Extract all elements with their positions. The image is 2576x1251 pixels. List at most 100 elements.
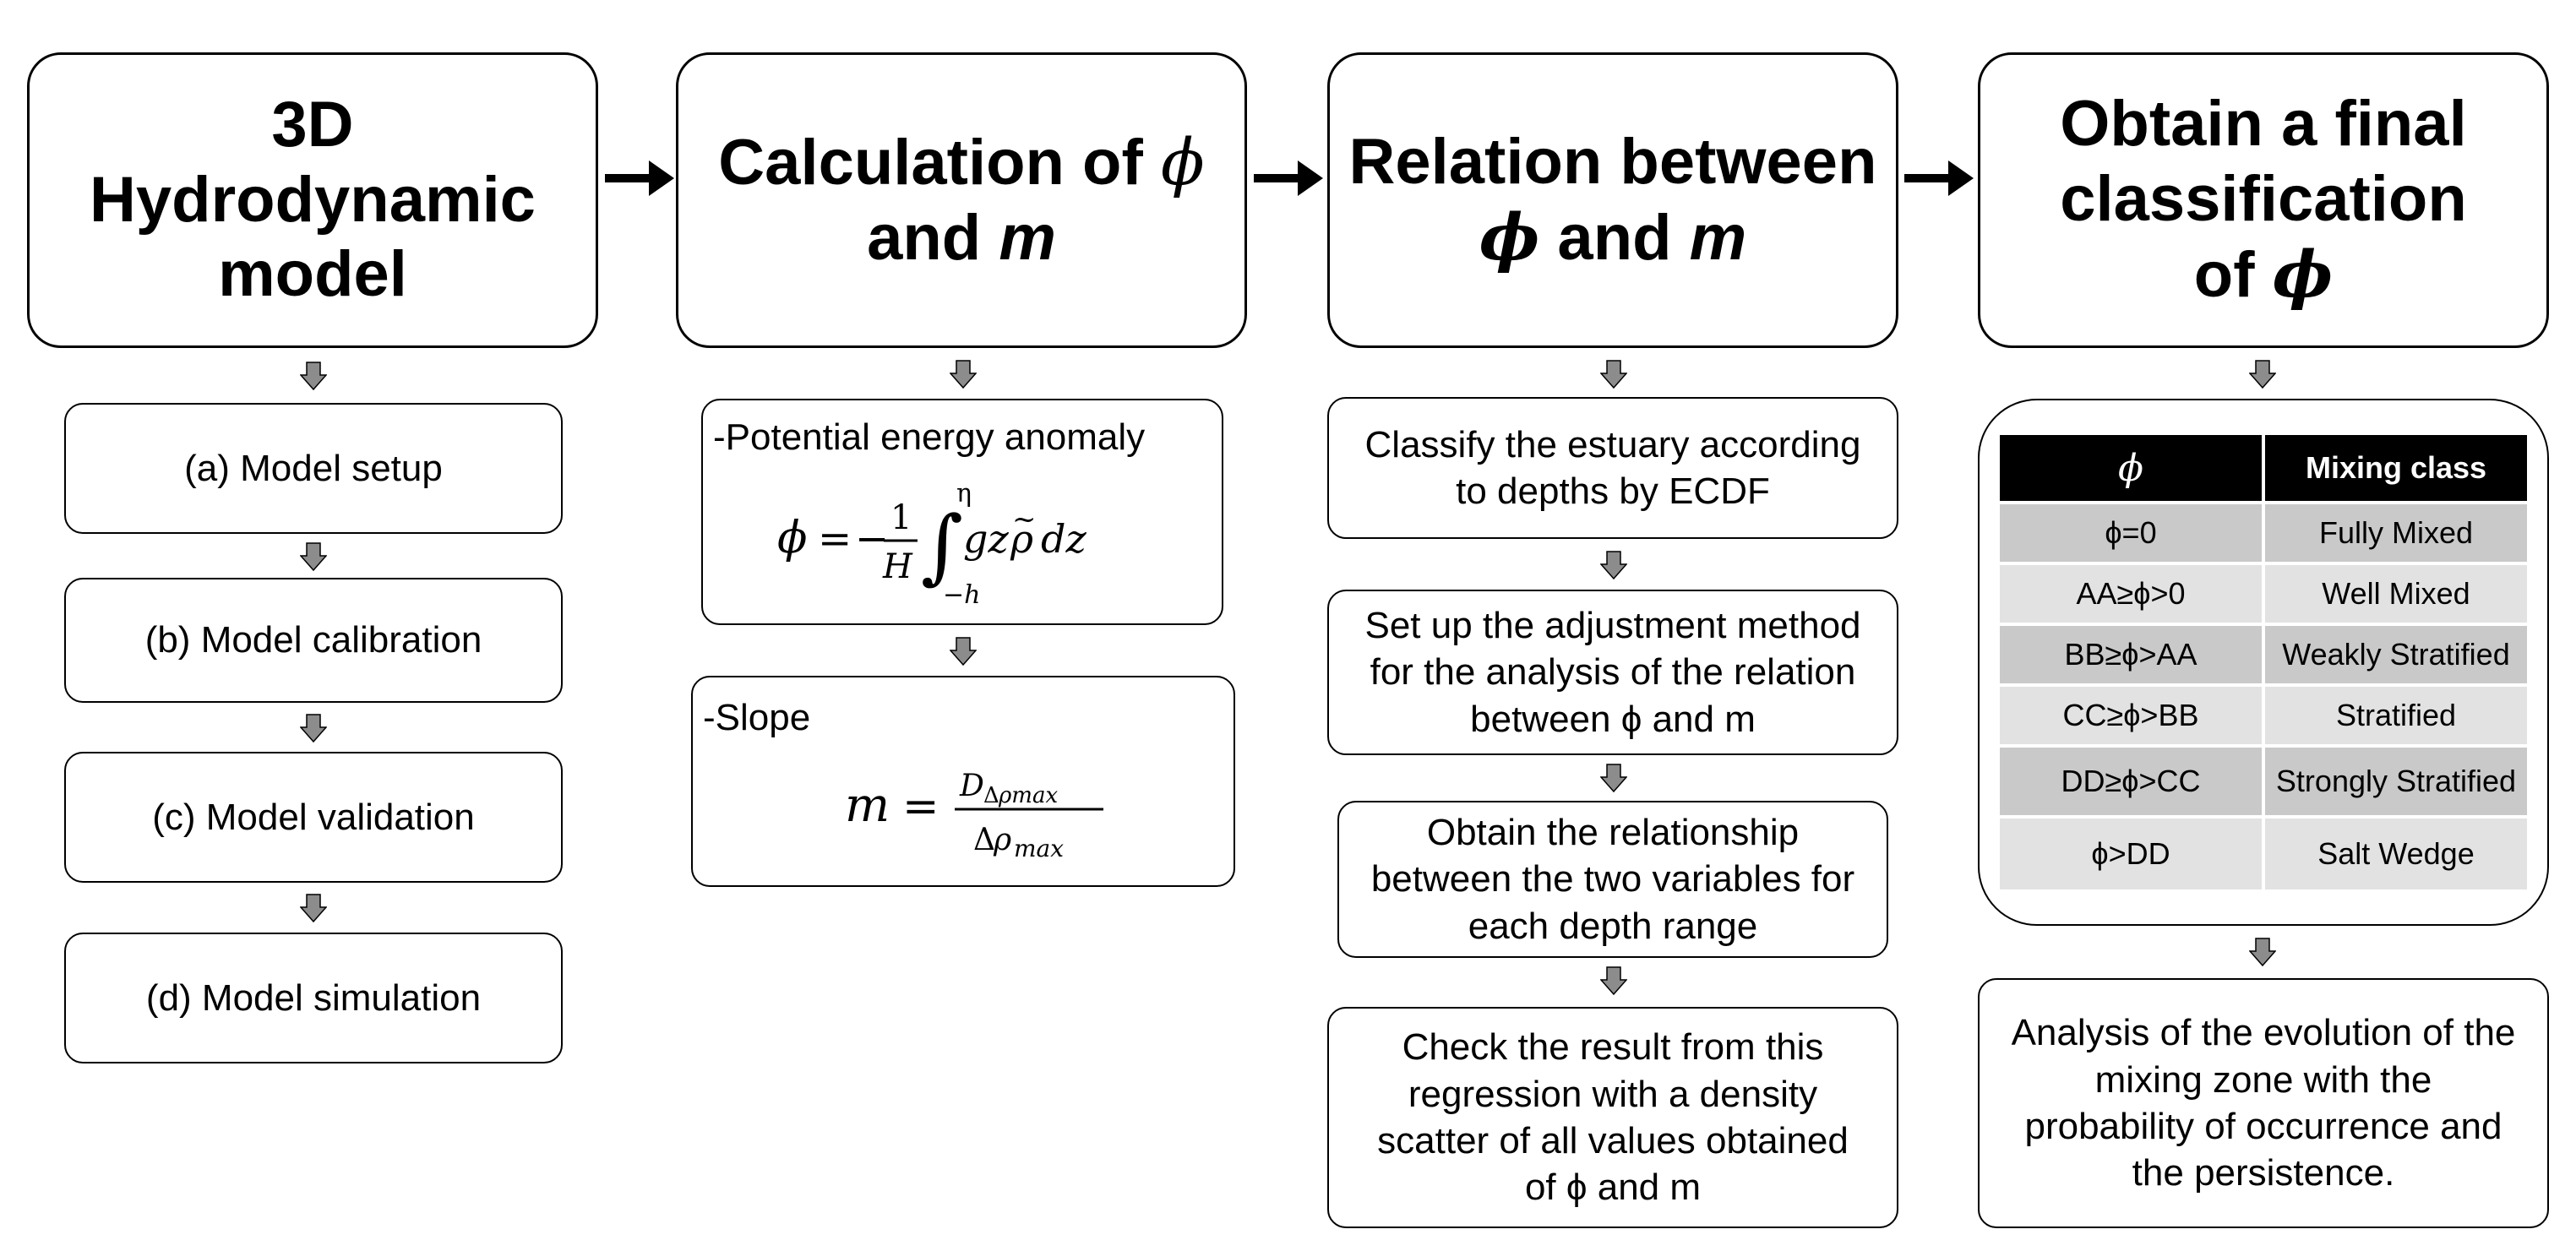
step-line: mixing zone with the xyxy=(2094,1058,2432,1101)
svg-text:=: = xyxy=(818,515,852,563)
mixing-class-table: ϕ Mixing class ϕ=0 Fully Mixed AA≥ϕ>0 We… xyxy=(1996,432,2530,893)
arrow-down-icon xyxy=(300,362,327,390)
step-line: Classify the estuary according xyxy=(1364,423,1861,465)
svg-text:η: η xyxy=(956,479,972,509)
title-line: model xyxy=(218,238,407,311)
step-line: probability of occurrence and xyxy=(2024,1106,2502,1147)
arrow-down-icon xyxy=(2249,360,2276,389)
table-cell-phi: ϕ=0 xyxy=(2105,515,2157,550)
step-line: to depths by ECDF xyxy=(1456,470,1770,512)
svg-text:ρ: ρ xyxy=(993,823,1011,857)
phi-formula: ϕ = − 1 H ∫ η −h gz ρ ~ dz xyxy=(777,479,1086,610)
title-line: classification of xyxy=(2060,163,2467,311)
step-classify-estuary: Classify the estuary according to depths… xyxy=(1327,397,1898,539)
table-row: DD≥ϕ>CC Strongly Stratified xyxy=(2000,748,2527,815)
step-model-validation: (c) Model validation xyxy=(64,752,563,883)
svg-text:ρ: ρ xyxy=(1010,516,1033,562)
header-hydrodynamic-model: 3D Hydrodynamic model xyxy=(27,52,598,348)
svg-text:dz: dz xyxy=(1041,516,1086,562)
svg-text:−h: −h xyxy=(943,580,980,610)
svg-text:max: max xyxy=(1014,835,1064,862)
header-phi: ϕ xyxy=(2000,435,2262,501)
table-cell-phi: AA≥ϕ>0 xyxy=(2076,576,2186,611)
table-row: BB≥ϕ>AA Weakly Stratified xyxy=(2000,626,2527,683)
step-label: (c) Model validation xyxy=(152,796,475,838)
table-cell-class: Weakly Stratified xyxy=(2282,637,2510,672)
arrow-down-icon xyxy=(950,360,977,389)
arrow-down-icon xyxy=(300,542,327,571)
table-row: AA≥ϕ>0 Well Mixed xyxy=(2000,565,2527,623)
step-line: between ϕ and m xyxy=(1470,698,1756,740)
slope-box: -Slope m = D Δ ρmax Δ ρ max xyxy=(691,676,1235,887)
step-final-analysis: Analysis of the evolution of the mixing … xyxy=(1978,978,2549,1228)
phi-symbol: ϕ xyxy=(1160,123,1205,199)
svg-text:ϕ: ϕ xyxy=(777,513,807,563)
arrow-down-icon xyxy=(950,637,977,666)
title-line: Calculation of xyxy=(718,126,1143,199)
step-model-simulation: (d) Model simulation xyxy=(64,933,563,1063)
step-line: scatter of all values obtained xyxy=(1377,1120,1849,1161)
potential-energy-label: -Potential energy anomaly xyxy=(713,416,1146,458)
title-line: Relation between xyxy=(1348,125,1877,198)
svg-text:1: 1 xyxy=(890,498,912,537)
arrow-right-icon xyxy=(1904,160,1974,196)
svg-text:m: m xyxy=(845,778,890,833)
table-cell-class: Fully Mixed xyxy=(2318,515,2474,550)
table-cell-class: Strongly Stratified xyxy=(2275,764,2517,798)
step-adjustment-method: Set up the adjustment method for the ana… xyxy=(1327,590,1898,755)
step-label: (a) Model setup xyxy=(184,447,443,489)
table-cell-class: Salt Wedge xyxy=(2317,836,2475,871)
phi-symbol: ϕ xyxy=(1479,199,1540,275)
step-line: Check the result from this xyxy=(1402,1026,1824,1069)
step-line: each depth range xyxy=(1468,905,1758,947)
header-phi-label: ϕ xyxy=(2118,446,2143,490)
m-symbol: m xyxy=(1689,201,1747,274)
step-line: of ϕ and m xyxy=(1524,1167,1702,1209)
svg-text:D: D xyxy=(959,769,984,803)
title-line: 3D xyxy=(271,88,354,160)
phi-symbol: ϕ xyxy=(2272,236,2334,312)
step-line: Analysis of the evolution of the xyxy=(2011,1012,2516,1054)
step-line: for the analysis of the relation xyxy=(1370,651,1856,693)
m-symbol: m xyxy=(999,201,1056,274)
step-line: Set up the adjustment method xyxy=(1364,604,1861,646)
svg-text:~: ~ xyxy=(1012,503,1037,536)
title-line: Hydrodynamic xyxy=(90,163,536,236)
step-label: (d) Model simulation xyxy=(145,976,482,1019)
table-cell-phi: DD≥ϕ>CC xyxy=(2061,764,2201,798)
step-line: the persistence. xyxy=(2132,1152,2395,1194)
svg-text:∫: ∫ xyxy=(921,498,963,593)
svg-text:gz: gz xyxy=(963,516,1009,562)
slope-formula: m = D Δ ρmax Δ ρ max xyxy=(845,769,1103,862)
arrow-right-icon xyxy=(605,160,674,196)
title-line: and xyxy=(867,201,982,274)
svg-text:H: H xyxy=(882,547,913,586)
step-line: Obtain the relationship xyxy=(1426,811,1800,853)
table-cell-class: Stratified xyxy=(2335,698,2457,732)
svg-text:−: − xyxy=(855,515,889,563)
header-mixing-class: Mixing class xyxy=(2265,435,2527,501)
table-cell-phi: BB≥ϕ>AA xyxy=(2064,637,2197,672)
step-check-result: Check the result from this regression wi… xyxy=(1327,1007,1898,1228)
step-line: regression with a density xyxy=(1408,1073,1818,1115)
step-obtain-relationship: Obtain the relationship between the two … xyxy=(1337,801,1888,958)
table-header-row: ϕ Mixing class xyxy=(2000,435,2527,501)
title-line: and xyxy=(1557,201,1672,274)
arrow-down-icon xyxy=(1600,966,1627,995)
svg-text:Δ: Δ xyxy=(973,823,995,857)
table-cell-phi: ϕ>DD xyxy=(2091,836,2170,871)
table-row: CC≥ϕ>BB Stratified xyxy=(2000,687,2527,744)
arrow-down-icon xyxy=(1600,360,1627,389)
arrow-down-icon xyxy=(1600,764,1627,792)
title-line: Obtain a final xyxy=(2060,88,2467,160)
arrow-right-icon xyxy=(1254,160,1323,196)
step-label: (b) Model calibration xyxy=(144,619,482,661)
table-cell-phi: CC≥ϕ>BB xyxy=(2062,698,2199,732)
step-line: between the two variables for xyxy=(1370,858,1855,900)
arrow-down-icon xyxy=(1600,551,1627,579)
table-cell-class: Well Mixed xyxy=(2322,576,2470,611)
header-relation: Relation between ϕ and m xyxy=(1327,52,1898,348)
svg-text:=: = xyxy=(902,781,939,832)
header-calculation: Calculation of ϕ and m xyxy=(676,52,1247,348)
slope-label: -Slope xyxy=(703,697,811,738)
